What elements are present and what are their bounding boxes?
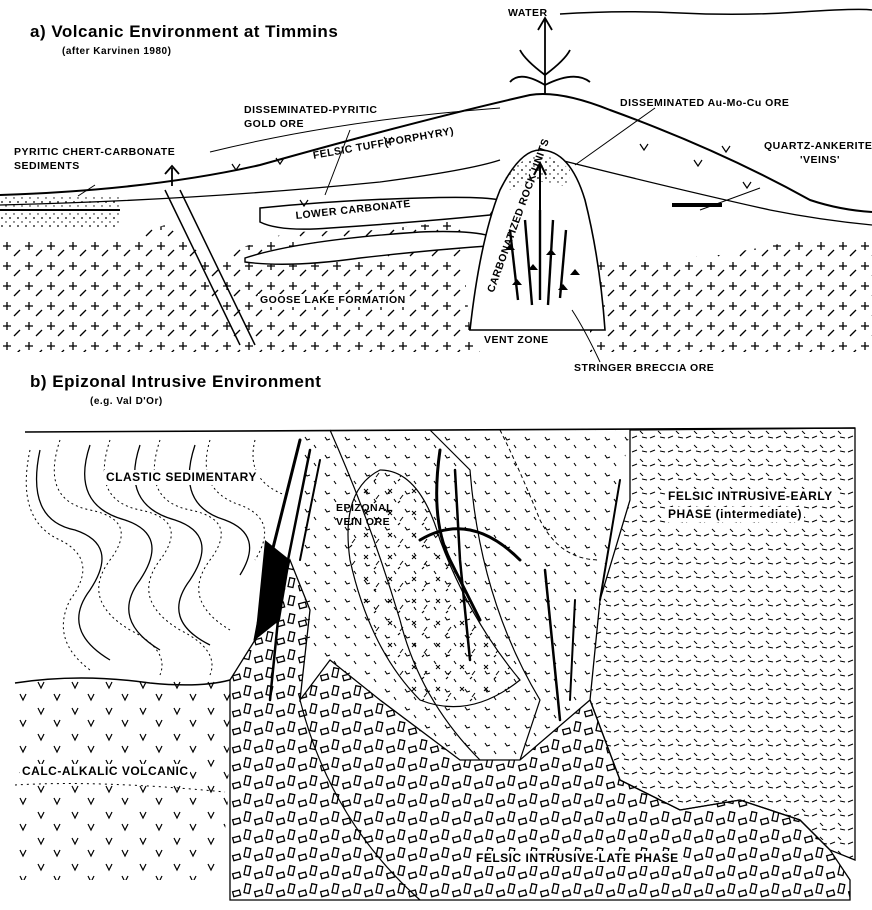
panel-b-title: b) Epizonal Intrusive Environment bbox=[30, 372, 321, 392]
label-pyritic-chert-line2: SEDIMENTS bbox=[14, 160, 80, 173]
label-quartz-ankerite-line2: 'VEINS' bbox=[800, 154, 840, 167]
panel-a-subtitle: (after Karvinen 1980) bbox=[62, 46, 171, 57]
label-vent-zone: VENT ZONE bbox=[482, 334, 551, 347]
label-epizonal-line2: VEIN ORE bbox=[336, 516, 390, 529]
label-felsic-early-line1: FELSIC INTRUSIVE-EARLY bbox=[666, 489, 835, 504]
label-calc-alkalic-volcanic: CALC-ALKALIC VOLCANIC bbox=[20, 764, 190, 779]
label-disseminated-pyritic-line1: DISSEMINATED-PYRITIC bbox=[244, 104, 377, 117]
label-pyritic-chert-line1: PYRITIC CHERT-CARBONATE bbox=[14, 146, 175, 159]
label-goose-lake: GOOSE LAKE FORMATION bbox=[258, 294, 408, 307]
label-clastic-sedimentary: CLASTIC SEDIMENTARY bbox=[104, 470, 259, 485]
label-stringer-breccia: STRINGER BRECCIA ORE bbox=[574, 362, 714, 375]
label-disseminated-pyritic-line2: GOLD ORE bbox=[244, 118, 304, 131]
label-disseminated-au: DISSEMINATED Au-Mo-Cu ORE bbox=[620, 97, 789, 110]
label-felsic-late-phase: FELSIC INTRUSIVE-LATE PHASE bbox=[474, 851, 681, 866]
label-epizonal-line1: EPIZONAL bbox=[336, 502, 393, 515]
panel-a-title: a) Volcanic Environment at Timmins bbox=[30, 22, 338, 42]
label-felsic-early-line2: PHASE (intermediate) bbox=[666, 507, 804, 522]
label-water: WATER bbox=[508, 7, 548, 20]
panel-b-subtitle: (e.g. Val D'Or) bbox=[90, 396, 163, 407]
label-quartz-ankerite-line1: QUARTZ-ANKERITE bbox=[764, 140, 872, 153]
panel-a-drawing bbox=[0, 9, 872, 362]
